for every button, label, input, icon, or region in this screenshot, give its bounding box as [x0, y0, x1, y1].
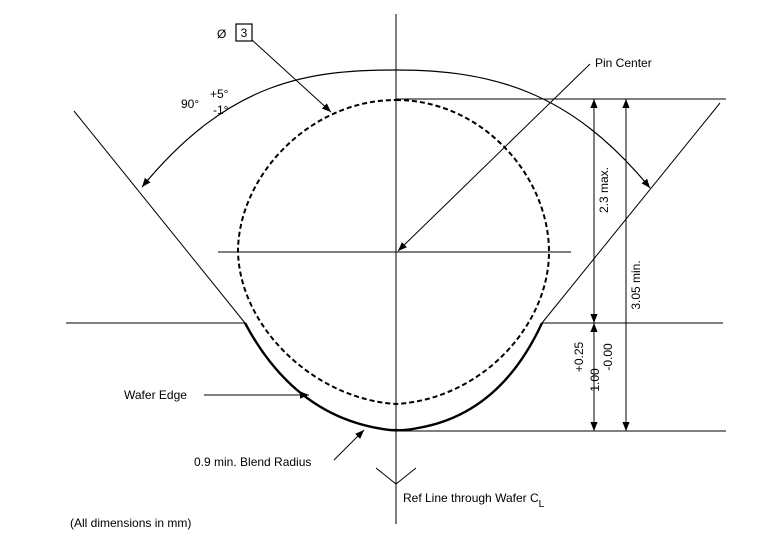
angle-arc	[141, 69, 651, 189]
extension-lines	[396, 98, 726, 432]
wafer-edge-label: Wafer Edge	[124, 388, 187, 402]
blend-radius-leader	[333, 429, 365, 461]
dim-label-3-05-min: 3.05 min.	[629, 260, 643, 309]
notch-bottom-curve	[243, 322, 544, 432]
pin-center-leader	[397, 63, 591, 252]
units-note: (All dimensions in mm)	[70, 516, 191, 530]
dim-label-1-00: 1.00	[588, 368, 602, 392]
angle-tolerance-plus: +5°	[210, 87, 229, 101]
diameter-value: 3	[241, 26, 248, 40]
diameter-symbol: Ø	[217, 27, 226, 41]
ref-line-label: Ref Line through Wafer CL	[403, 491, 545, 510]
wafer-outline	[66, 102, 723, 324]
angle-tolerance-minus: -1°	[213, 103, 229, 117]
ref-line-v-symbol	[375, 467, 417, 485]
dim-label-2-3-max: 2.3 max.	[597, 167, 611, 213]
angle-value: 90°	[181, 97, 199, 111]
diameter-box	[235, 23, 253, 42]
pin-center-label: Pin Center	[595, 56, 652, 70]
blend-radius-label: 0.9 min. Blend Radius	[194, 455, 311, 469]
dim-tolerance-plus: +0.25	[572, 341, 586, 372]
dim-tolerance-minus: -0.00	[601, 343, 615, 371]
diameter-leader	[251, 39, 332, 113]
ref-line-subscript: L	[539, 499, 545, 510]
